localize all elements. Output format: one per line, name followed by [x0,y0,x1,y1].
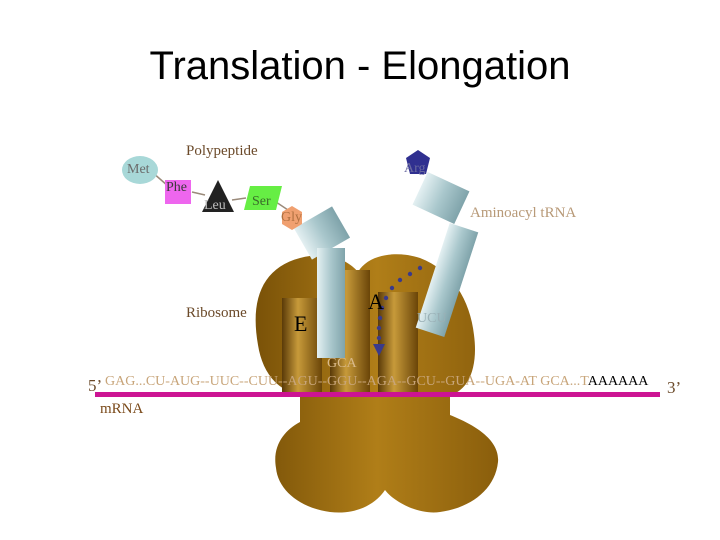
a-site-anticodon: UCU [417,311,447,326]
aa-arg-shape [406,150,430,174]
trna-entry-arrow [373,265,423,356]
mrna-sequence: GAG...CU-AUG--UUC--CUU--AGU--GGU--AGA--G… [105,374,648,390]
aa-phe-label: Phe [166,180,187,195]
aminoacyl-trna-top [412,171,470,225]
mrna-sequence-main: GAG...CU-AUG--UUC--CUU--AGU--GGU--AGA--G… [105,374,588,389]
trna-p-site-stem [317,248,345,358]
polypeptide-label: Polypeptide [186,143,258,159]
aa-arg-label: Arg [404,161,426,176]
aa-gly-shape [282,206,302,230]
aminoacyl-trna-stem [415,223,479,337]
slide-title: Translation - Elongation [149,44,571,88]
ribosome-label: Ribosome [186,305,247,321]
aa-leu-label: Leu [204,198,226,213]
aa-ser-shape [244,186,282,210]
ribosome-e-site [282,298,322,396]
mrna-strand [95,392,660,397]
aminoacyl-trna-label: Aminoacyl tRNA [470,205,577,221]
mrna-label: mRNA [100,401,144,417]
aa-gly-label: Gly [281,210,302,225]
poly-a-tail: AAAAAA [587,374,649,389]
aa-leu-shape [202,180,234,212]
five-prime-label: 5’ [88,376,103,395]
trna-p-site-top [293,206,351,260]
p-site-anticodon: GCA [327,356,357,371]
aa-met-shape [122,156,158,184]
e-site-label: E [294,311,308,336]
three-prime-label: 3’ [667,378,682,397]
aa-ser-label: Ser [252,194,271,209]
a-site-label: A [368,289,384,314]
aa-phe-shape [165,180,191,204]
aa-met-label: Met [127,162,150,177]
